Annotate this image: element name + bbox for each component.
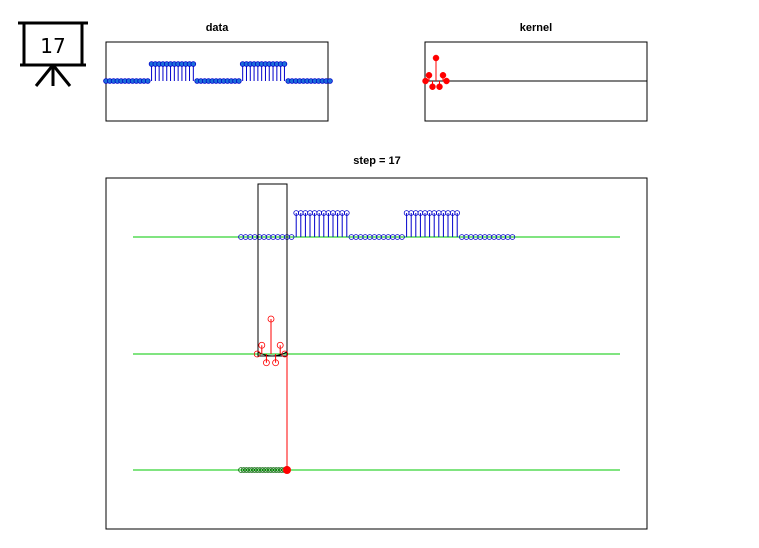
step-data-marker	[399, 234, 405, 240]
step-kernel-marker	[253, 350, 261, 358]
data-marker	[281, 61, 288, 67]
kernel-chart-title: kernel	[520, 22, 552, 34]
kernel-marker	[439, 72, 447, 79]
data-marker	[144, 78, 151, 84]
step-output-stems	[238, 465, 290, 473]
step-output-marker	[249, 467, 255, 473]
data-chart-title: data	[206, 22, 230, 34]
current-output-point	[283, 466, 291, 474]
step-kernel-marker	[281, 350, 289, 358]
sliding-window-box	[257, 183, 288, 357]
step-output-marker	[259, 467, 266, 473]
step-output-marker	[243, 467, 250, 473]
step-kernel-marker	[258, 341, 266, 349]
step-output-marker	[254, 467, 261, 473]
step-output-marker	[273, 467, 279, 473]
kernel-marker	[443, 77, 450, 85]
kernel-marker	[432, 54, 440, 62]
step-badge-number: 17	[40, 34, 65, 58]
kernel-marker	[429, 83, 436, 90]
step-kernel-marker	[262, 359, 270, 367]
step-output-marker	[251, 467, 258, 473]
data-marker	[190, 61, 197, 67]
step-data-marker	[509, 234, 516, 240]
step-data-marker	[454, 210, 461, 216]
step-output-marker	[262, 467, 269, 473]
step-output-marker	[246, 467, 252, 473]
step-output-marker	[276, 467, 282, 473]
kernel-marker	[425, 72, 433, 79]
step-output-marker	[270, 467, 277, 473]
step-output-marker	[240, 467, 247, 473]
step-kernel-marker	[272, 359, 280, 367]
data-marker	[327, 78, 333, 84]
step-output-marker	[238, 467, 244, 473]
presentation-board-icon: 17	[18, 21, 88, 87]
step-kernel-stems	[253, 315, 289, 367]
step-kernel-marker	[276, 341, 284, 349]
step-plot-frame	[105, 177, 648, 530]
kernel-marker	[436, 83, 443, 90]
kernel-stem-series	[422, 54, 450, 90]
data-stem-series	[103, 61, 333, 84]
data-marker	[236, 78, 242, 84]
step-output-marker	[265, 467, 271, 473]
step-data-marker	[288, 234, 295, 240]
step-output-marker	[267, 467, 274, 473]
step-kernel-marker	[267, 315, 275, 323]
kernel-marker	[422, 77, 429, 85]
step-chart-title: step = 17	[353, 155, 400, 167]
step-data-marker	[343, 210, 350, 216]
step-output-marker	[257, 467, 263, 473]
step-data-stems	[238, 210, 516, 240]
